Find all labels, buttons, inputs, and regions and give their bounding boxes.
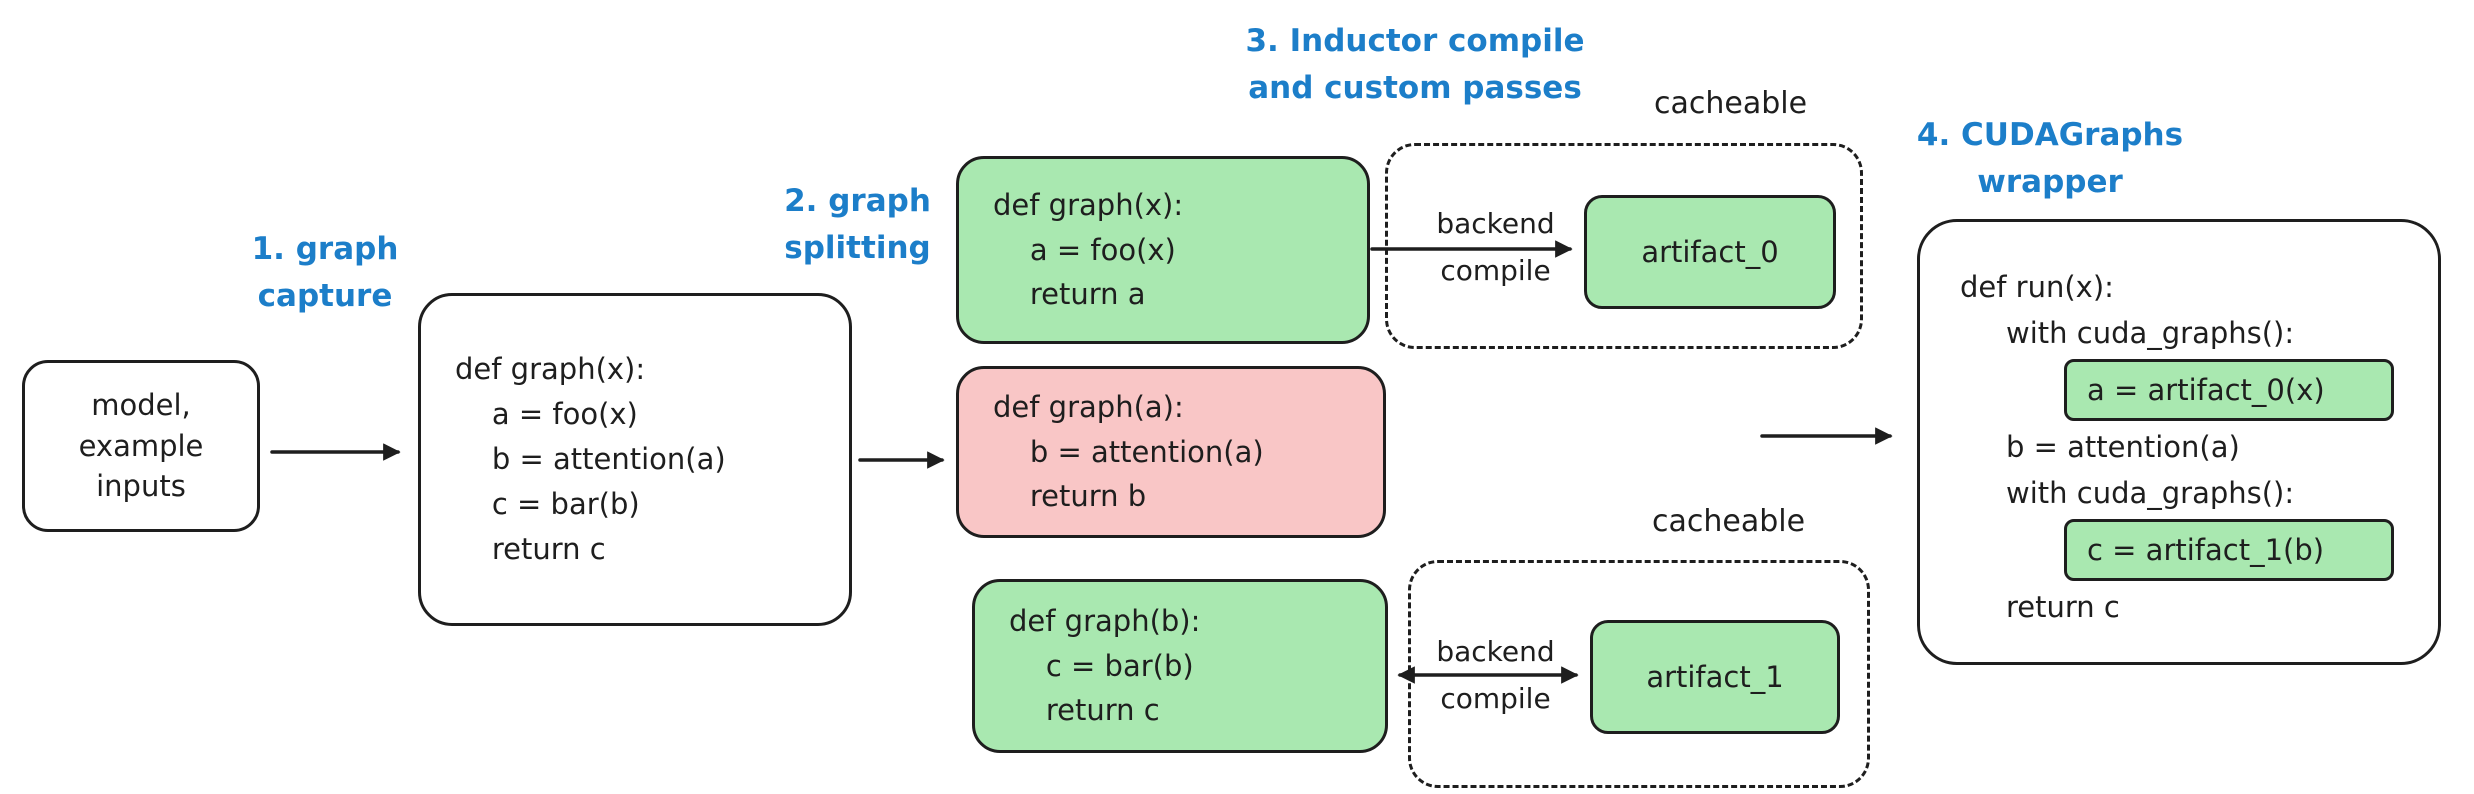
full-graph-node: def graph(x): a = foo(x) b = attention(a… xyxy=(418,293,852,626)
wrapper-line-text: b = attention(a) xyxy=(2006,429,2240,464)
wrapper-line-text: with cuda_graphs(): xyxy=(2006,475,2295,510)
step3-label: 3. Inductor compile and custom passes xyxy=(1245,23,1585,106)
artifact-0-text: artifact_0 xyxy=(1641,234,1779,269)
wrapper-code-block: def run(x): with cuda_graphs(): a = arti… xyxy=(1920,222,2394,662)
wrapper-line-text: return c xyxy=(2006,589,2120,624)
wrapper-code-line: a = artifact_0(x) xyxy=(1960,358,2394,422)
wrapper-code-line: def run(x): xyxy=(1960,264,2394,310)
wrapper-code-line: return c xyxy=(1960,584,2394,630)
subgraph-a-code: def graph(x): a = foo(x) return a xyxy=(993,187,1184,312)
inductor-cache-box-top xyxy=(1385,143,1863,349)
cacheable-label-top: cacheable xyxy=(1654,86,1808,121)
full-graph-code: def graph(x): a = foo(x) b = attention(a… xyxy=(455,352,726,566)
cacheable-label-bottom: cacheable xyxy=(1652,504,1806,539)
wrapper-code-line: with cuda_graphs(): xyxy=(1960,470,2394,516)
cudagraphs-wrapper-node: def run(x): with cuda_graphs(): a = arti… xyxy=(1917,219,2441,665)
subgraph-c-code: def graph(b): c = bar(b) return c xyxy=(1009,603,1201,728)
wrapper-line-text: with cuda_graphs(): xyxy=(2006,315,2295,350)
subgraph-b-node: def graph(a): b = attention(a) return b xyxy=(956,366,1386,538)
backend-compile-label-bottom: backend compile xyxy=(1436,635,1555,715)
wrapper-line-text: def run(x): xyxy=(1960,269,2114,304)
model-inputs-node: model, example inputs xyxy=(22,360,260,532)
wrapper-code-line: c = artifact_1(b) xyxy=(1960,518,2394,582)
subgraph-b-code: def graph(a): b = attention(a) return b xyxy=(993,389,1264,514)
artifact-1-text: artifact_1 xyxy=(1646,659,1784,694)
step4-label: 4. CUDAGraphs wrapper xyxy=(1916,117,2184,200)
wrapper-code-line: with cuda_graphs(): xyxy=(1960,310,2394,356)
subgraph-c-node: def graph(b): c = bar(b) return c xyxy=(972,579,1388,753)
wrapper-code-line: b = attention(a) xyxy=(1960,424,2394,470)
artifact-1-call-highlight: c = artifact_1(b) xyxy=(2064,518,2394,582)
subgraph-a-node: def graph(x): a = foo(x) return a xyxy=(956,156,1370,344)
model-inputs-text: model, example inputs xyxy=(78,388,204,504)
artifact-0-node: artifact_0 xyxy=(1584,195,1836,309)
artifact-1-node: artifact_1 xyxy=(1590,620,1840,734)
step1-label: 1. graph capture xyxy=(251,231,399,314)
step2-label: 2. graph splitting xyxy=(784,183,931,266)
backend-compile-label-top: backend compile xyxy=(1436,207,1555,287)
artifact-0-call-highlight: a = artifact_0(x) xyxy=(2064,358,2394,422)
